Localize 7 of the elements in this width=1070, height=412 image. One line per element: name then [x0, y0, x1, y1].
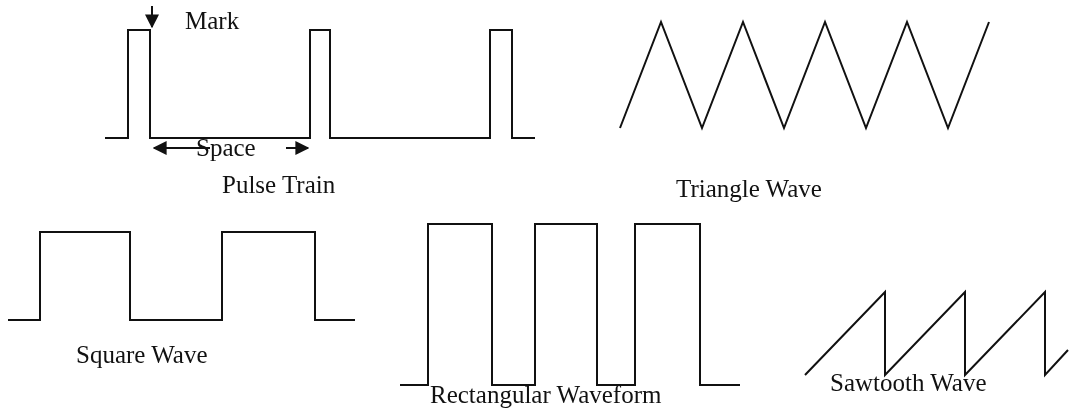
waveform-title: Triangle Wave [676, 176, 822, 201]
waveform-title: Square Wave [76, 342, 208, 367]
waveform-title: Sawtooth Wave [830, 370, 987, 395]
waveform-title: Pulse Train [222, 172, 336, 197]
waveform-title: Rectangular Waveform [430, 382, 662, 407]
mark-label: Mark [185, 8, 240, 33]
space-label: Space [196, 135, 256, 160]
